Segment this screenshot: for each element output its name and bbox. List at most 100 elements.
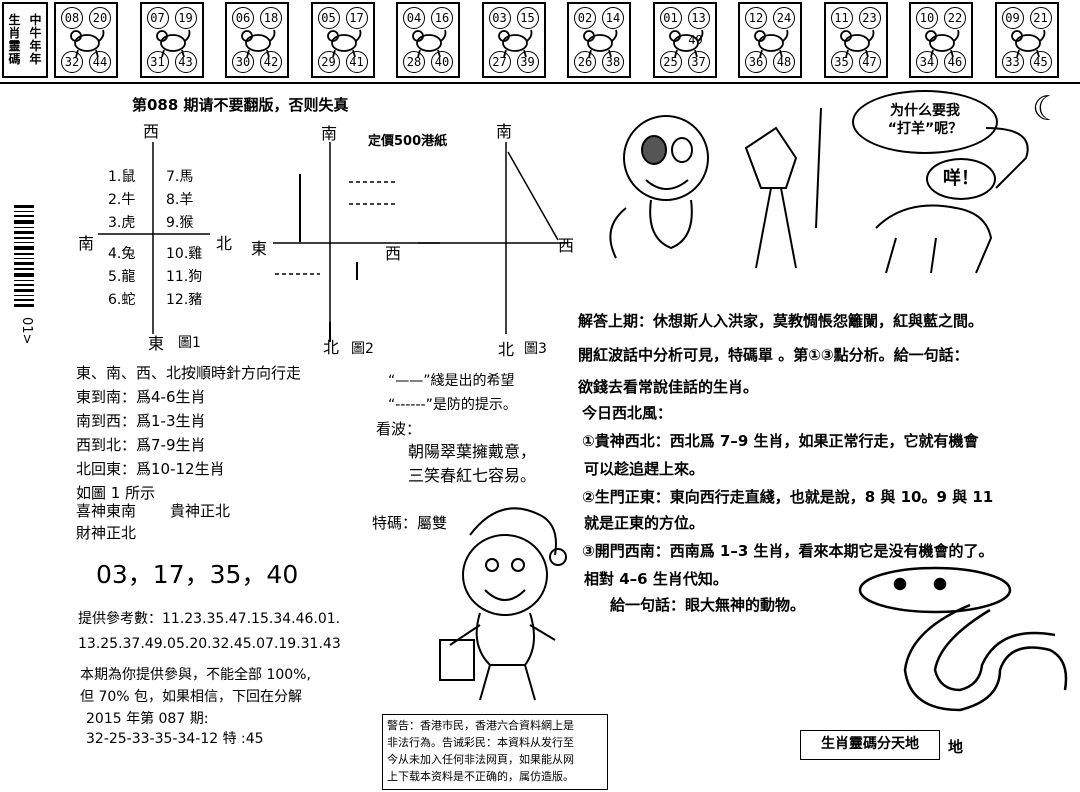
god-direction: 貴神正北 (170, 502, 231, 520)
d2-caption: 圖2 (351, 341, 374, 357)
footer-suffix: 地 (948, 738, 964, 756)
promise-line: 2015 年第 087 期: (86, 711, 209, 727)
zodiac-number: 08 (61, 7, 83, 29)
zodiac-number: 26 (574, 51, 596, 73)
zodiac-number: 41 (345, 51, 368, 73)
zodiac-number: 42 (260, 51, 282, 73)
legend-dash-mark: “------” (388, 397, 433, 413)
rule-line: 東到南：爲4-6生肖 (76, 388, 206, 406)
logo-char: 碼 (8, 52, 21, 66)
zodiac-item: 9.猴 (166, 215, 194, 231)
tiger-icon (241, 29, 276, 58)
diagram-1: 西 南 北 東 圖1 1.鼠 2.牛 3.虎 4.兔 5.龍 6.蛇 7.馬 8… (70, 112, 270, 353)
poem-label: 看波： (376, 420, 422, 438)
zodiac-number: 18 (260, 7, 282, 29)
footer-brand-box: 生肖靈碼分天地 (800, 730, 940, 760)
rooster-icon (839, 29, 874, 58)
promise-line: 本期為你提供參與，不能全部 100%, (80, 667, 311, 683)
logo-char: 肖 (8, 26, 21, 40)
zodiac-number: 28 (403, 51, 425, 73)
rules-intro: 東、南、西、北按順時針方向行走 (76, 364, 302, 382)
logo-char: 中 (29, 13, 42, 27)
answer-line: 可以趁追趕上來。 (584, 460, 705, 478)
snake-icon (497, 29, 532, 58)
zodiac-number: 01 (659, 7, 682, 29)
zodiac-number: 15 (516, 7, 539, 29)
figure-note: 如圖 1 所示 (76, 484, 156, 502)
d3-west: 西 (558, 236, 575, 255)
legend-dash-text: 是防的提示。 (432, 397, 517, 413)
zodiac-number: 43 (174, 51, 197, 73)
d2-east: 東 (251, 239, 268, 258)
answer-line: ③開門西南：西南爲 1–3 生肖，看來本期它是没有機會的了。 (582, 542, 994, 560)
zodiac-number: 45 (1029, 51, 1052, 73)
d1-west: 西 (143, 122, 160, 141)
cartoon-scene: 为什么要我 “打羊”呢？ 咩！ ☾ (596, 88, 1080, 280)
d1-south: 南 (78, 234, 95, 253)
moon-icon: ☾ (1032, 89, 1063, 129)
rule-line: 西到北：爲7-9生肖 (76, 436, 206, 454)
d1-right-column: 7.馬 8.羊 9.猴 10.雞 11.狗 12.豬 (166, 166, 202, 312)
zodiac-number: 35 (830, 51, 853, 73)
zodiac-number: 04 (403, 7, 425, 29)
d2-south: 南 (321, 124, 338, 143)
dragon-icon (412, 29, 447, 58)
rule-line: 北回東：爲10-12生肖 (76, 460, 225, 478)
logo-char: 年 (29, 39, 42, 53)
zodiac-number: 22 (944, 7, 966, 29)
zodiac-number: 38 (602, 51, 624, 73)
d1-north: 北 (216, 234, 233, 253)
promise-line: 32-25-33-35-34-12 特 :45 (86, 731, 264, 747)
diagram-1-lines (98, 142, 210, 334)
special-number: 特碼：屬雙 (372, 512, 447, 533)
zodiac-item: 1.鼠 (108, 169, 136, 185)
snake-illustration (858, 566, 1068, 712)
logo-char: 生 (8, 13, 21, 27)
warning-line: 上下载本资料是不正确的，属仿造版。 (387, 770, 574, 783)
zodiac-number: 39 (516, 51, 539, 73)
diagram-3: 南 西 北 圖3 (418, 112, 598, 359)
horse-icon (583, 29, 618, 58)
legend-solid: “——”綫是出的希望 (388, 370, 515, 390)
zodiac-item: 6.蛇 (108, 292, 136, 308)
logo-char: 靈 (8, 39, 21, 53)
zodiac-number: 23 (858, 7, 881, 29)
d1-left-column: 1.鼠 2.牛 3.虎 4.兔 5.龍 6.蛇 (108, 166, 135, 312)
zodiac-item: 8.羊 (166, 192, 194, 208)
clown-illustration (439, 507, 567, 701)
zodiac-item: 5.龍 (108, 269, 136, 285)
clown-cartoon (430, 495, 580, 710)
barcode-text: 01> (19, 317, 34, 345)
poem-line: 三笑春紅七容易。 (408, 466, 537, 485)
footer-brand: 生肖靈碼分天地 (821, 736, 919, 752)
logo-char: 年 (29, 52, 42, 66)
zodiac-number: 13 (687, 7, 710, 29)
diagram-2-lines (273, 142, 440, 342)
d1-caption: 圖1 (178, 335, 201, 351)
brand-logo: 生 肖 靈 碼 中 牛 年 年 (2, 2, 48, 78)
zodiac-number: 09 (1001, 7, 1024, 29)
answer-line: 今日西北風： (582, 404, 673, 422)
barcode: 01> (12, 205, 38, 345)
d1-east: 東 (148, 334, 165, 353)
speech-bubble-2: 咩！ (926, 158, 996, 200)
legend-solid-text: 綫是出的希望 (430, 373, 515, 389)
zodiac-number: 02 (574, 7, 596, 29)
zodiac-number: 29 (317, 51, 340, 73)
zodiac-number: 36 (745, 51, 767, 73)
zodiac-number: 25 (659, 51, 682, 73)
zodiac-item: 10.雞 (166, 246, 203, 262)
zodiac-number: 20 (89, 7, 111, 29)
rabbit-icon (326, 29, 361, 58)
goat-icon (668, 29, 703, 58)
zodiac-number: 32 (61, 51, 83, 73)
zodiac-number: 48 (773, 51, 795, 73)
cartoon-illustration (609, 107, 1029, 274)
bubble-text: 咩！ (943, 168, 979, 189)
